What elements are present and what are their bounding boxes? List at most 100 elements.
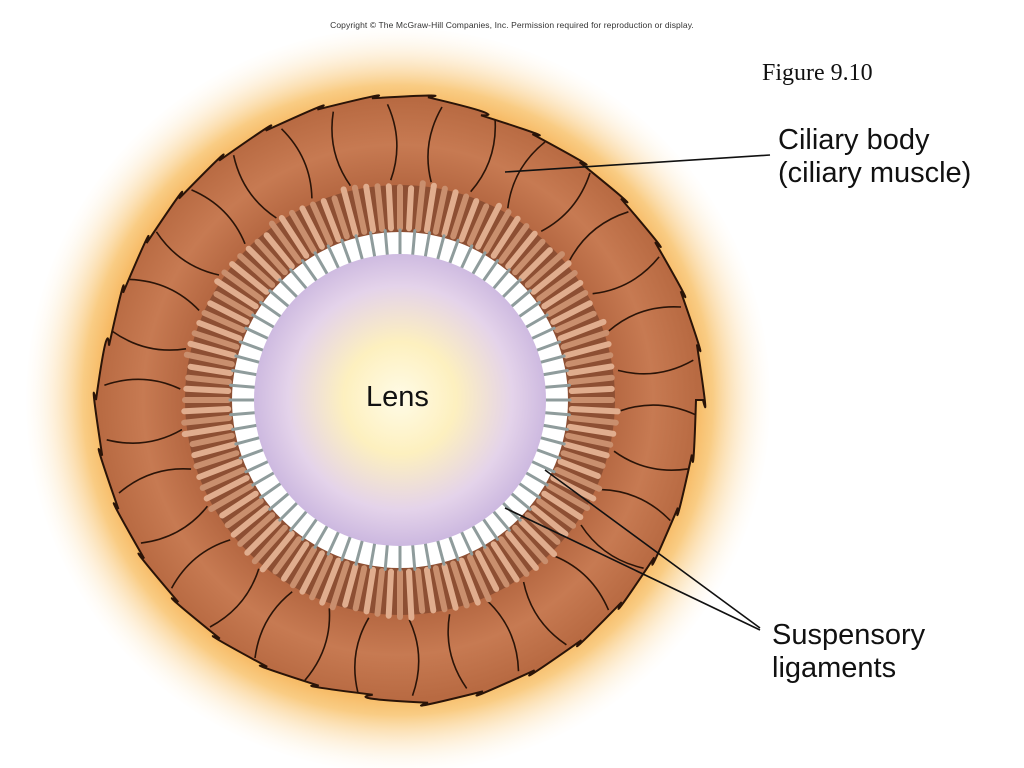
ciliary-process	[498, 223, 530, 264]
ciliary-process	[213, 291, 254, 317]
ciliary-process	[475, 550, 500, 592]
ciliary-label-line-2: (ciliary muscle)	[778, 157, 972, 189]
ciliary-process	[193, 450, 240, 470]
ciliary-process	[207, 300, 250, 325]
muscle-fold	[104, 378, 181, 390]
ligament-fiber	[229, 411, 257, 417]
ligament-fiber	[482, 259, 499, 282]
ligament-fiber	[543, 383, 571, 389]
ciliary-process	[512, 238, 546, 276]
ligament-fiber	[231, 423, 258, 431]
ciliary-process	[187, 340, 237, 359]
suspensory-ligaments	[228, 228, 572, 572]
ciliary-process	[219, 490, 259, 519]
ciliary-process	[554, 310, 597, 333]
ciliary-process	[290, 546, 317, 589]
ciliary-process	[563, 341, 612, 359]
ciliary-process	[272, 536, 302, 575]
ciliary-process	[441, 563, 459, 611]
ligament-fiber	[542, 369, 569, 377]
ligament-fiber	[289, 510, 308, 532]
ciliary-process	[229, 261, 270, 295]
ligament-fiber	[383, 229, 389, 257]
ligament-fiber	[535, 448, 562, 460]
ligament-fiber	[471, 524, 487, 549]
ciliary-process	[415, 568, 426, 614]
ligament-fiber	[231, 369, 258, 377]
muscle-fold	[470, 119, 497, 193]
ciliary-process	[208, 483, 254, 512]
suspensory-label-line-2: ligaments	[772, 652, 897, 684]
ciliary-process	[199, 467, 246, 491]
ciliary-process	[385, 568, 394, 619]
ciliary-process	[512, 524, 549, 565]
ligament-fiber	[539, 436, 566, 446]
ciliary-process	[483, 546, 510, 588]
ciliary-process	[259, 530, 295, 573]
ciliary-process	[385, 183, 394, 232]
ligament-fiber	[411, 229, 417, 257]
ligament-fiber	[524, 471, 549, 487]
ligament-fiber	[383, 543, 389, 571]
muscle-fold	[617, 359, 694, 375]
ciliary-process	[563, 441, 610, 459]
lens	[254, 254, 546, 546]
muscle-fold	[540, 172, 591, 233]
ciliary-process	[278, 215, 310, 259]
ciliary-processes	[181, 180, 621, 621]
suspensory-label-line-1: Suspensory	[772, 619, 926, 651]
ligament-fiber	[482, 518, 499, 541]
ciliary-process	[406, 185, 415, 232]
ligament-fiber	[471, 251, 487, 276]
ciliary-process	[566, 363, 615, 377]
ligament-fiber	[326, 244, 340, 270]
ciliary-process	[498, 536, 530, 577]
ligament-fiber	[234, 436, 261, 446]
ligament-fiber	[289, 268, 308, 290]
ciliary-process	[458, 557, 481, 606]
ligament-fiber	[524, 313, 549, 329]
ciliary-process	[196, 320, 243, 342]
ciliary-process	[181, 423, 234, 438]
ciliary-process	[374, 183, 385, 232]
ligament-fiber	[340, 535, 352, 562]
muscle-fold	[129, 278, 200, 311]
ciliary-process	[554, 467, 603, 492]
ciliary-process	[196, 458, 243, 480]
ligament-fiber	[354, 539, 364, 566]
ciliary-process	[541, 490, 584, 521]
ciliary-process	[530, 260, 572, 295]
ciliary-process	[342, 563, 359, 608]
ciliary-process	[546, 290, 589, 317]
ciliary-leader-line	[504, 154, 771, 173]
ligament-fiber	[268, 492, 290, 511]
muscle-fold	[111, 330, 187, 351]
ciliary-process	[560, 329, 610, 350]
ciliary-process	[550, 300, 593, 325]
ligament-fiber	[234, 354, 261, 364]
ciliary-process	[423, 566, 437, 614]
ciliary-process	[363, 183, 377, 234]
ciliary-process	[536, 498, 577, 529]
ligament-fiber	[326, 530, 340, 556]
ciliary-process	[181, 415, 232, 426]
ciliary-process	[505, 530, 539, 571]
ciliary-process	[244, 518, 282, 556]
muscle-fold	[522, 581, 567, 646]
ciliary-muscle-folds	[104, 103, 696, 696]
ciliary-process	[363, 566, 377, 615]
ligament-fiber	[423, 231, 431, 258]
ciliary-process	[340, 186, 359, 237]
ciliary-process	[263, 232, 295, 270]
ligament-fiber	[369, 542, 377, 569]
ciliary-process	[518, 247, 553, 282]
ligament-fiber	[448, 535, 460, 562]
ciliary-process	[568, 374, 615, 385]
ciliary-process	[432, 565, 448, 613]
ciliary-process	[450, 560, 470, 609]
ciliary-process	[289, 209, 317, 254]
ligament-fiber	[369, 231, 377, 258]
suspensory-leader-line-2	[504, 507, 761, 631]
ligament-fiber	[436, 234, 446, 261]
